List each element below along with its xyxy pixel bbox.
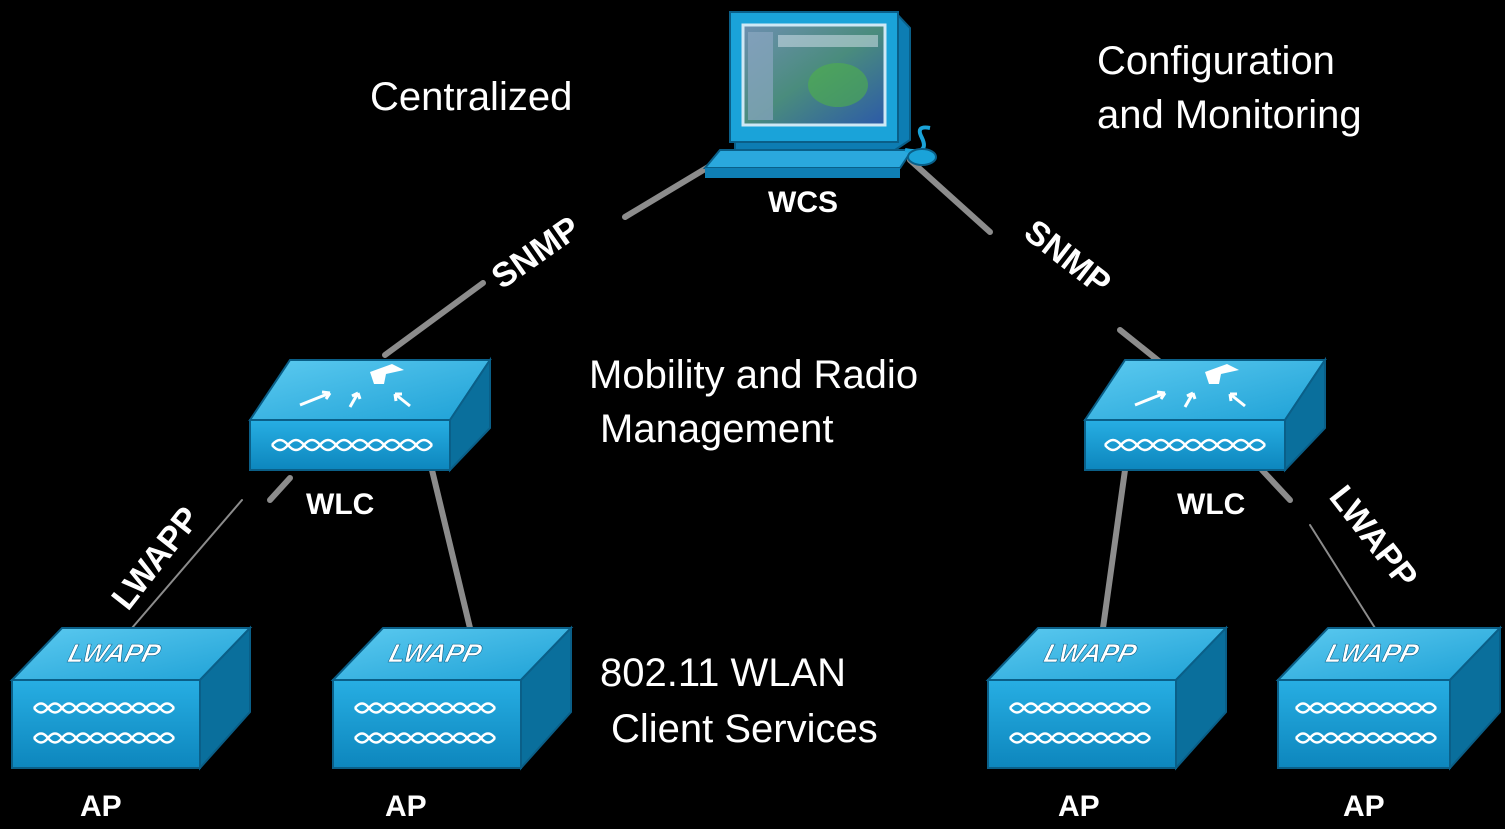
lwapp-right-label: LWAPP <box>1322 479 1425 596</box>
ap-4-label: AP <box>1343 790 1385 823</box>
wlc-left-icon <box>248 356 492 473</box>
ap-2-face-label: LWAPP <box>386 638 485 667</box>
link-lwapp-ap4 <box>1309 524 1376 629</box>
link-lwapp-ap1 <box>131 499 243 629</box>
wlc-right-label: WLC <box>1177 488 1246 521</box>
wlan-label-line1: 802.11 WLAN <box>600 651 847 695</box>
snmp-right-label: SNMP <box>1017 212 1118 302</box>
link-wlc-right-ap3 <box>1100 467 1128 631</box>
link-wcs-snmp-right <box>907 157 993 235</box>
ap-1-label: AP <box>80 790 122 823</box>
link-snmp-left-wlc <box>382 280 486 358</box>
wlc-right-icon <box>1083 356 1327 473</box>
wcs-computer-icon <box>702 11 937 178</box>
configuration-label: Configuration <box>1097 39 1335 83</box>
link-wcs-snmp-left <box>622 157 723 220</box>
link-wlc-right-lwapp <box>1259 467 1293 503</box>
ap-2-icon <box>330 625 574 771</box>
monitoring-label: and Monitoring <box>1097 93 1362 137</box>
mobility-label-line2: Management <box>600 407 834 451</box>
ap-1-face-label: LWAPP <box>65 638 164 667</box>
wcs-label: WCS <box>768 186 838 219</box>
ap-1-icon <box>9 625 253 771</box>
wlan-label-line2: Client Services <box>611 707 878 751</box>
ap-2-label: AP <box>385 790 427 823</box>
ap-4-icon <box>1275 625 1503 771</box>
centralized-label: Centralized <box>370 75 573 119</box>
link-wlc-left-ap2 <box>429 467 473 631</box>
mobility-label-line1: Mobility and Radio <box>589 353 919 397</box>
ap-3-face-label: LWAPP <box>1041 638 1140 667</box>
link-snmp-right-wlc <box>1117 327 1163 365</box>
ap-3-label: AP <box>1058 790 1100 823</box>
links <box>131 157 1376 631</box>
wlc-left-label: WLC <box>306 488 375 521</box>
snmp-left-label: SNMP <box>485 209 587 296</box>
link-wlc-left-lwapp <box>267 475 293 503</box>
ap-3-icon <box>985 625 1229 771</box>
ap-4-face-label: LWAPP <box>1323 638 1422 667</box>
